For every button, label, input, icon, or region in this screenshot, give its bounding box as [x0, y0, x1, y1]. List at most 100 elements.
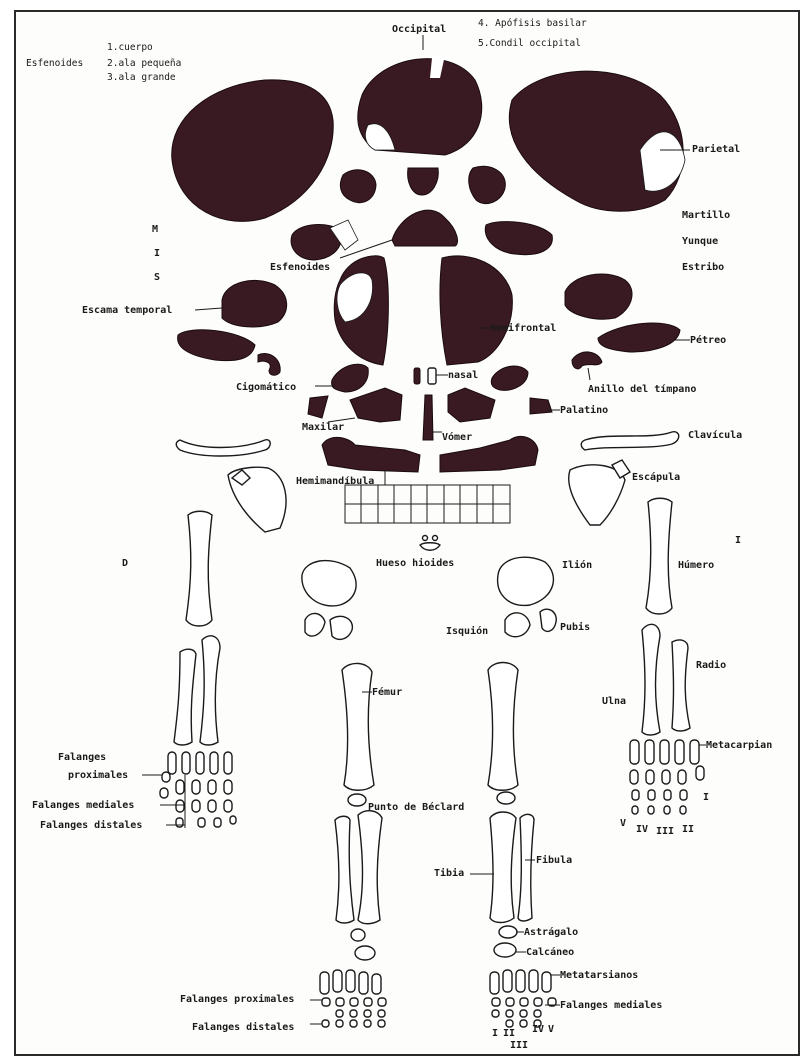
mis-i-label: I	[154, 248, 160, 259]
radio-label: Radio	[696, 659, 726, 671]
left-foot-bones	[320, 970, 386, 1027]
escama-temporal-label: Escama temporal	[82, 305, 172, 316]
fibula-label: Fibula	[536, 854, 572, 866]
femur-label: Fémur	[372, 686, 402, 698]
astragalo-label: Astrágalo	[524, 926, 578, 938]
isquion-label: Isquión	[446, 625, 488, 637]
left-tibia	[358, 811, 382, 924]
right-pubis	[540, 609, 556, 631]
parietal-label: Parietal	[692, 143, 740, 155]
right-scapula	[569, 465, 625, 525]
vomer	[423, 395, 433, 440]
nasal-label: nasal	[448, 370, 478, 381]
hand-roman-ii: II	[682, 824, 694, 835]
petreo-label: Pétreo	[690, 334, 726, 346]
left-palatine-small	[308, 396, 328, 418]
hyoid-horn-right	[433, 536, 438, 541]
left-temporal-squama	[222, 280, 287, 327]
left-pubis	[330, 616, 352, 639]
estribo-label: Estribo	[682, 261, 724, 273]
right-hand-bones	[630, 740, 704, 814]
sphenoid-right-wing	[485, 222, 552, 255]
maxilar-label: Maxilar	[302, 421, 344, 433]
left-maxilla	[350, 388, 402, 422]
ulna-label: Ulna	[602, 696, 626, 707]
right-zygomatic	[491, 366, 528, 390]
esfenoides-legend-title: Esfenoides	[26, 58, 83, 69]
left-ischium	[305, 613, 325, 636]
pubis-label: Pubis	[560, 621, 590, 633]
right-ulna	[642, 624, 660, 735]
anillo-leader	[588, 368, 590, 380]
proximales-label: proximales	[68, 769, 128, 781]
left-humerus	[186, 511, 212, 626]
right-radius	[672, 640, 690, 731]
left-ilium	[302, 561, 356, 606]
left-talus	[351, 929, 365, 941]
right-talus	[499, 926, 517, 938]
right-foot-bones	[490, 970, 556, 1027]
occipital-part-1: 4. Apófisis basilar	[478, 18, 587, 29]
palatino-label: Palatino	[560, 404, 608, 416]
foot-roman-iii: III	[510, 1040, 528, 1051]
left-fibula	[335, 816, 354, 923]
foot-mediales-label: Falanges mediales	[560, 999, 662, 1011]
foot-distales-label: Falanges distales	[192, 1021, 294, 1033]
cigomatico-label: Cigomático	[236, 381, 296, 393]
right-femur	[488, 663, 518, 791]
occipital-part-2: 5.Condil occipital	[478, 38, 581, 49]
hemifrontal-label: Hemifrontal	[490, 322, 556, 334]
left-radius	[200, 636, 220, 745]
calcaneo-label: Calcáneo	[526, 946, 574, 958]
hand-roman-iii: III	[656, 826, 674, 837]
right-fibula	[518, 814, 534, 921]
right-hemifrontal	[440, 256, 512, 365]
left-petrous	[178, 330, 255, 361]
hyoid-bone	[420, 543, 440, 551]
martillo-label: Martillo	[682, 209, 730, 221]
left-femur	[342, 663, 374, 790]
occipital-label: Occipital	[392, 23, 446, 35]
falanges-label: Falanges	[58, 752, 106, 763]
escapula-label: Escápula	[632, 471, 680, 483]
left-hand-bones	[160, 752, 236, 827]
hand-distales-label: Falanges distales	[40, 819, 142, 831]
left-ulna	[174, 649, 196, 745]
right-clavicle	[581, 432, 679, 450]
humero-label: Húmero	[678, 559, 714, 571]
hemimandibula-label: Hemimandíbula	[296, 475, 374, 487]
hand-roman-v: V	[620, 818, 626, 829]
side-i-label: I	[735, 535, 741, 546]
foot-roman-i: I	[492, 1028, 498, 1039]
foot-proximales-label: Falanges proximales	[180, 993, 294, 1005]
hyoid-grid	[345, 485, 510, 523]
right-beclard-point	[497, 792, 515, 804]
right-humerus	[646, 498, 672, 614]
left-tympanic-ring	[258, 354, 280, 376]
hyoid-horn-left	[423, 536, 428, 541]
hioides-label: Hueso hioides	[376, 557, 454, 569]
sphenoid-body	[408, 168, 439, 195]
left-parietal-bone	[172, 80, 333, 222]
foot-roman-iv: IV	[532, 1024, 544, 1035]
right-ilium	[498, 557, 554, 605]
sphenoid-right-small	[469, 166, 506, 203]
right-petrous	[598, 323, 680, 352]
tibia-label: Tibia	[434, 867, 464, 879]
esfenoides-legend-item-2: 2.ala pequeña	[107, 58, 181, 69]
right-calcaneus	[494, 943, 516, 957]
right-temporal-squama	[565, 274, 632, 319]
clavicula-label: Clavícula	[688, 429, 742, 441]
hand-roman-i: I	[703, 792, 709, 803]
left-calcaneus	[355, 946, 375, 960]
nasal-left	[414, 368, 420, 384]
right-tympanic-ring	[572, 352, 602, 369]
left-zygomatic	[332, 364, 369, 392]
mis-s-label: S	[154, 272, 160, 283]
right-tibia	[490, 812, 516, 923]
left-clavicle	[176, 440, 270, 456]
esfenoides-label: Esfenoides	[270, 261, 330, 273]
right-parietal-light-patch	[640, 132, 685, 191]
metatarsianos-label: Metatarsianos	[560, 969, 638, 981]
